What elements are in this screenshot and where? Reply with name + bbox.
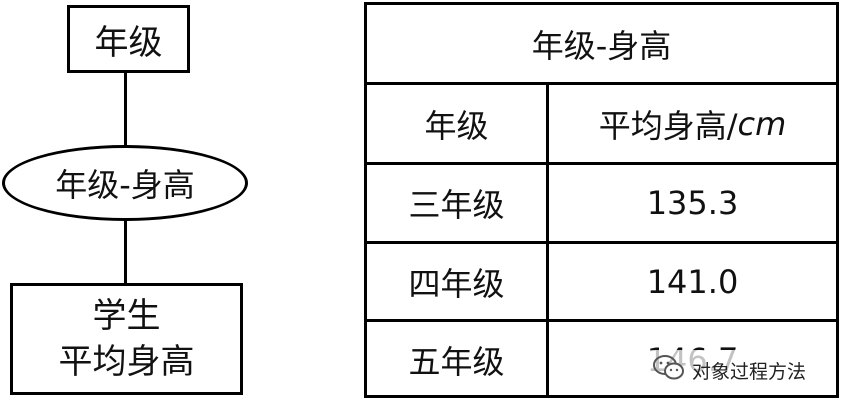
- grade-entity-label: 年级: [94, 22, 163, 63]
- header-height-unit: cm: [737, 104, 787, 143]
- table-row: 三年级 135.3: [367, 162, 836, 241]
- student-entity-label-line1: 学生: [92, 296, 161, 336]
- wechat-icon: [652, 354, 686, 387]
- grade-entity-box: 年级: [67, 5, 190, 73]
- height-cell: 141.0: [549, 244, 836, 319]
- height-cell: 135.3: [549, 165, 836, 241]
- grade-value: 五年级: [408, 343, 505, 381]
- connector-line-top: [124, 73, 127, 145]
- header-cell-grade: 年级: [367, 85, 549, 162]
- height-value: 135.3: [646, 184, 739, 222]
- grade-cell: 四年级: [367, 244, 549, 319]
- wechat-watermark: 对象过程方法: [648, 350, 815, 390]
- table-title-row: 年级-身高: [367, 5, 836, 82]
- table-row: 四年级 141.0: [367, 241, 836, 319]
- relationship-label: 年级-身高: [55, 166, 195, 204]
- grade-value: 四年级: [408, 264, 505, 303]
- watermark-text: 对象过程方法: [692, 360, 807, 383]
- student-entity-label-line2: 平均身高: [58, 342, 195, 382]
- table-title: 年级-身高: [531, 26, 672, 65]
- header-grade-label: 年级: [424, 106, 489, 145]
- header-cell-height: 平均身高/cm: [549, 85, 836, 162]
- grade-cell: 五年级: [367, 322, 549, 398]
- grade-cell: 三年级: [367, 165, 549, 241]
- header-height-label: 平均身高/: [598, 106, 738, 145]
- grade-value: 三年级: [408, 186, 505, 224]
- grade-height-relationship-ellipse: 年级-身高: [2, 145, 248, 221]
- table-header-row: 年级 平均身高/cm: [367, 82, 836, 162]
- connector-line-bottom: [124, 221, 127, 283]
- student-entity-box: 学生 平均身高: [10, 283, 243, 395]
- grade-height-table: 年级-身高 年级 平均身高/cm 三年级 135.3 四年级 141.0 五年级…: [364, 2, 839, 398]
- height-value: 141.0: [646, 262, 739, 301]
